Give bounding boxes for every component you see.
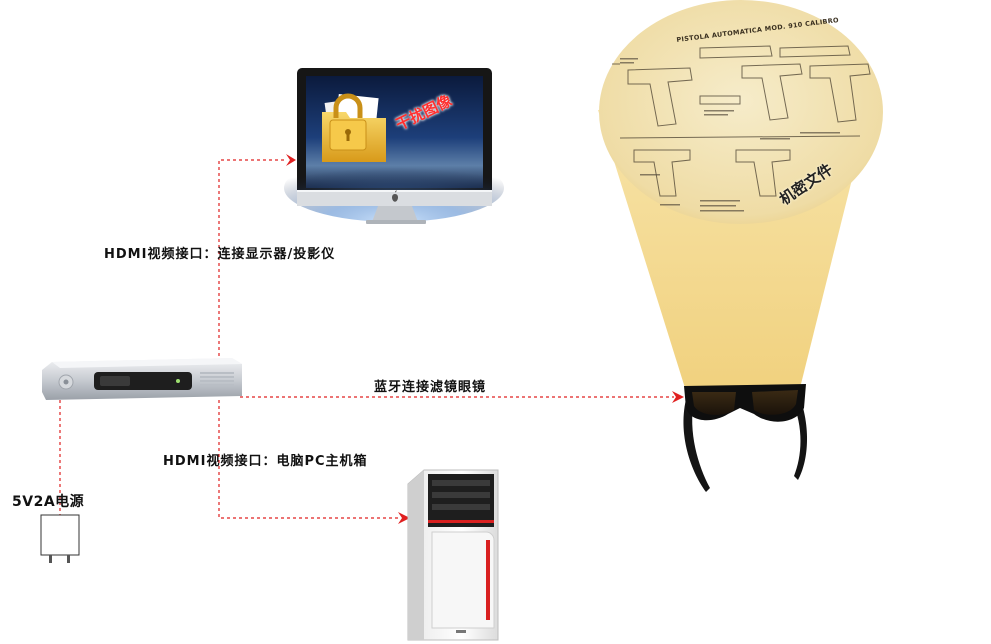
connection-lines xyxy=(59,159,674,519)
arrow-monitor xyxy=(286,154,296,166)
hdmi-encoder-box-icon xyxy=(42,358,242,400)
confidential-document-image xyxy=(599,0,883,224)
pc-connection-label: HDMI视频接口：电脑PC主机箱 xyxy=(163,454,368,469)
line-to-monitor xyxy=(218,159,286,362)
monitor-icon xyxy=(284,68,504,224)
power-label: 5V2A电源 xyxy=(12,494,85,510)
power-adapter-icon xyxy=(40,514,80,563)
monitor-connection-label: HDMI视频接口：连接显示器/投影仪 xyxy=(104,247,336,262)
arrowheads xyxy=(286,154,684,524)
pc-tower-icon xyxy=(407,469,499,641)
arrow-glasses xyxy=(672,391,684,403)
apple-logo-icon xyxy=(392,190,398,202)
arrow-pc xyxy=(398,512,410,524)
padlock-folder-icon xyxy=(322,93,386,162)
filter-glasses-icon xyxy=(683,384,808,492)
bluetooth-connection-label: 蓝牙连接滤镜眼镜 xyxy=(374,380,487,395)
